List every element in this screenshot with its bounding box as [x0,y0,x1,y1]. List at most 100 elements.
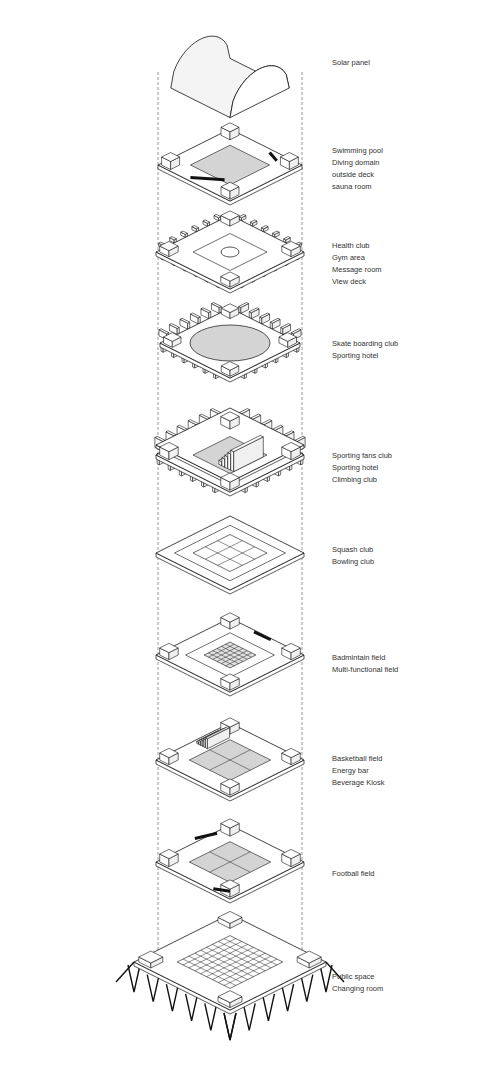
box-top [162,153,180,162]
stair [213,889,230,891]
floor-label: Squash club [332,545,373,554]
box-top [221,718,240,727]
floor-label: Energy bar [332,766,369,775]
floor-label: Solar panel [332,58,370,67]
court [189,842,270,883]
court [189,740,270,781]
box-top [201,308,211,313]
floor-label: Sporting hotel [332,463,378,472]
box-top [190,313,200,318]
floor-label: Bowling club [332,557,374,566]
box-top [203,220,210,223]
floor-label: Multi-functional field [332,665,398,674]
floor-label: outside deck [332,170,374,179]
box-top [279,333,297,342]
box-top [250,220,257,223]
guide-line [302,72,303,975]
box-top [221,819,240,828]
slab-top [156,408,304,482]
floor-label: Skate boarding club [332,339,398,348]
box-top [291,329,301,334]
slab-top [156,618,304,692]
stair [195,833,217,838]
box-top [221,362,239,371]
floor-label: Gym area [332,253,365,262]
box-top [214,214,221,217]
court [193,234,267,271]
box-side [225,455,228,468]
floor-label: Health club [332,241,370,250]
floor-label: Sporting hotel [332,351,378,360]
stair [254,632,271,640]
box-top [221,674,240,683]
court [175,525,286,581]
court [186,633,275,677]
box-top [282,643,301,652]
box-top [273,231,280,234]
stair [270,152,277,160]
floor-pool [158,123,302,205]
floor-squash [156,516,304,594]
box-top [261,226,268,229]
box-top [206,727,230,739]
vault-surface [171,36,289,117]
box-side [207,728,229,749]
box-top [211,303,221,308]
box-top [164,333,182,342]
floor-label: Climbing club [332,475,377,484]
box-top [231,435,264,451]
floor-label: Diving domain [332,158,380,167]
court [190,145,269,185]
box-top [160,748,179,757]
box-top [221,412,240,421]
floor-public [116,911,344,1040]
floor-label: Basketball field [332,754,382,763]
solar-panel [171,36,289,117]
floor-badminton [156,613,304,696]
box-top [160,442,179,451]
court [204,642,256,668]
box-top [218,991,242,1003]
vault-end [230,66,289,118]
box-top [180,318,190,323]
box-top [221,304,239,313]
floor-label: Swimming pool [332,146,383,155]
floor-label: sauna room [332,182,372,191]
floor-skate [159,303,301,382]
box-top [221,613,240,622]
box-top [160,849,179,858]
box-top [239,303,249,308]
box-top [239,214,246,217]
floor-basket [156,718,304,801]
floor-health [156,211,304,293]
slab-top [160,308,300,378]
guide-line [158,72,159,975]
box-top [139,951,163,963]
floor-label: Football field [332,869,375,878]
box-side [228,453,231,470]
floor-football [156,819,304,903]
box-top [282,748,301,757]
box-top [169,324,179,329]
box-top [221,473,240,482]
floor-label: Beverage Kiosk [332,778,385,787]
slab-top [156,516,304,590]
slab-top [156,723,304,797]
box-top [282,442,301,451]
floor-label: Badmintain field [332,653,385,662]
box-top [249,308,259,313]
box-top [221,272,240,281]
box-top [221,779,240,788]
floor-fans [155,408,305,496]
box-top [221,182,239,191]
box-side [231,450,234,471]
stair [190,178,224,180]
floor-label: Message room [332,265,382,274]
box-top [160,643,179,652]
box-top [170,237,177,240]
box-top [281,324,291,329]
court [193,535,267,572]
slab-top [156,215,304,289]
